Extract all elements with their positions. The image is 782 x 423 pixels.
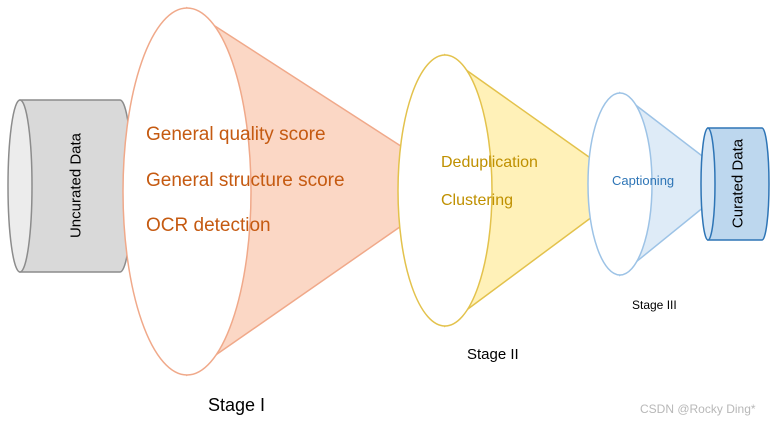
stage-2-title: Stage II: [467, 346, 519, 363]
curated-data-cylinder: [700, 127, 770, 241]
stage-1-step-quality: General quality score: [146, 124, 326, 145]
stage-1-funnel: [122, 6, 416, 377]
uncurated-data-cylinder: [7, 99, 133, 273]
stage-2-step-clustering: Clustering: [441, 192, 514, 209]
stage-1-step-structure: General structure score: [146, 170, 345, 191]
stage-3-step-captioning: Captioning: [612, 173, 675, 188]
csdn-watermark: CSDN @Rocky Ding*: [640, 402, 756, 416]
stage-2-step-deduplication: Deduplication: [441, 154, 538, 171]
uncurated-data-label: Uncurated Data: [67, 132, 85, 239]
stage-1-title: Stage I: [208, 395, 266, 415]
stage-1-step-ocr: OCR detection: [146, 215, 271, 236]
stage-2-funnel: [397, 53, 603, 328]
curated-data-label: Curated Data: [729, 138, 747, 229]
stage-3-title: Stage III: [632, 298, 677, 312]
